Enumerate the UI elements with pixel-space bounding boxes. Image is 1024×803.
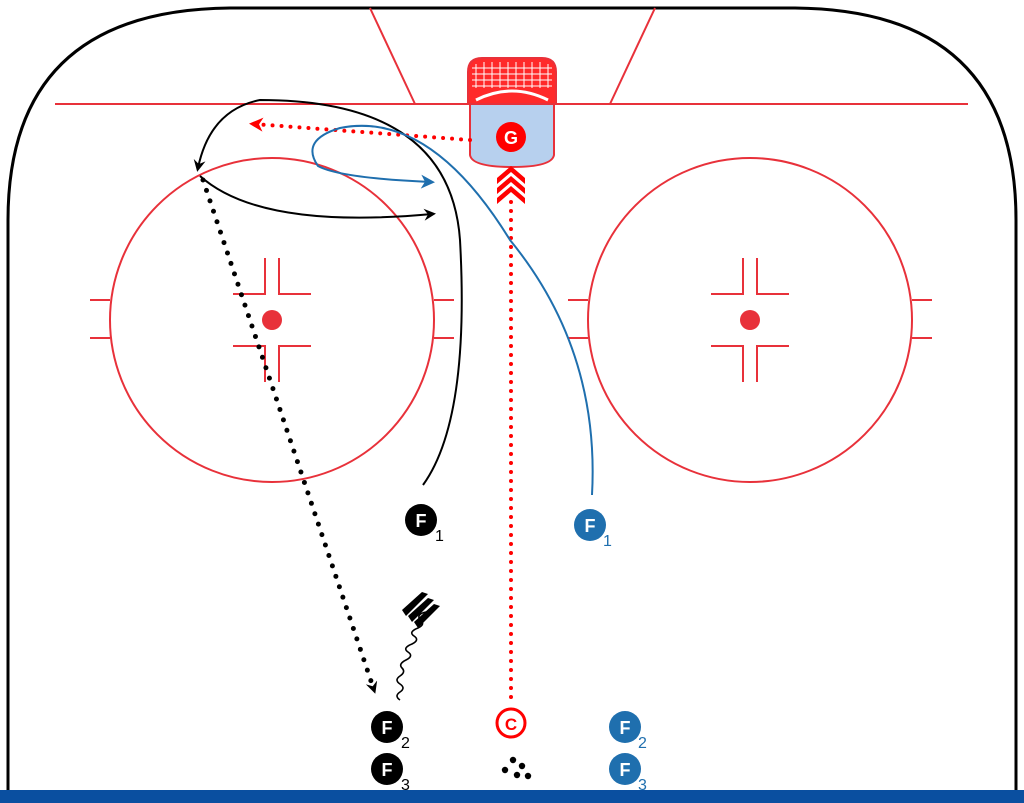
svg-text:3: 3 <box>401 777 410 794</box>
shot-chevron-icon <box>497 166 525 204</box>
puck-pile-icon <box>501 756 532 780</box>
player-black-f2: F 2 <box>371 711 410 752</box>
f2-skate-with-puck <box>396 611 427 701</box>
skate-chevron-icon <box>402 592 440 628</box>
trapezoid-right <box>609 7 656 105</box>
svg-text:2: 2 <box>401 735 410 752</box>
player-black-f1: F 1 <box>405 504 444 545</box>
faceoff-circle-right <box>568 157 932 483</box>
player-blue-f2: F 2 <box>609 711 647 752</box>
svg-text:F: F <box>382 760 393 780</box>
faceoff-circle-left <box>90 157 454 483</box>
coach-marker: C <box>495 707 527 739</box>
svg-text:2: 2 <box>638 735 647 752</box>
faceoff-dot-right <box>740 310 760 330</box>
player-blue-f1: F 1 <box>574 509 612 550</box>
svg-text:3: 3 <box>638 777 647 794</box>
trapezoid-left <box>369 7 416 105</box>
goal-net <box>467 57 557 105</box>
corner-pass-to-f2 <box>200 177 378 694</box>
svg-text:F: F <box>382 718 393 738</box>
faceoff-dot-left <box>262 310 282 330</box>
svg-text:1: 1 <box>603 533 612 550</box>
goalie-pass-to-corner <box>249 117 472 142</box>
svg-text:F: F <box>416 511 427 531</box>
black-f1-skate-route <box>193 98 463 486</box>
blue-line <box>0 790 1024 803</box>
svg-text:F: F <box>620 718 631 738</box>
svg-text:C: C <box>505 715 517 734</box>
player-blue-f3: F 3 <box>609 753 647 794</box>
black-skate-loop <box>199 175 436 221</box>
goalie-marker: G <box>496 122 526 152</box>
svg-text:1: 1 <box>435 528 444 545</box>
player-black-f3: F 3 <box>371 753 410 794</box>
svg-text:F: F <box>585 516 596 536</box>
rink-boards <box>6 6 1018 793</box>
svg-text:F: F <box>620 760 631 780</box>
blue-f1-skate-route <box>311 124 594 496</box>
svg-text:G: G <box>504 128 518 148</box>
